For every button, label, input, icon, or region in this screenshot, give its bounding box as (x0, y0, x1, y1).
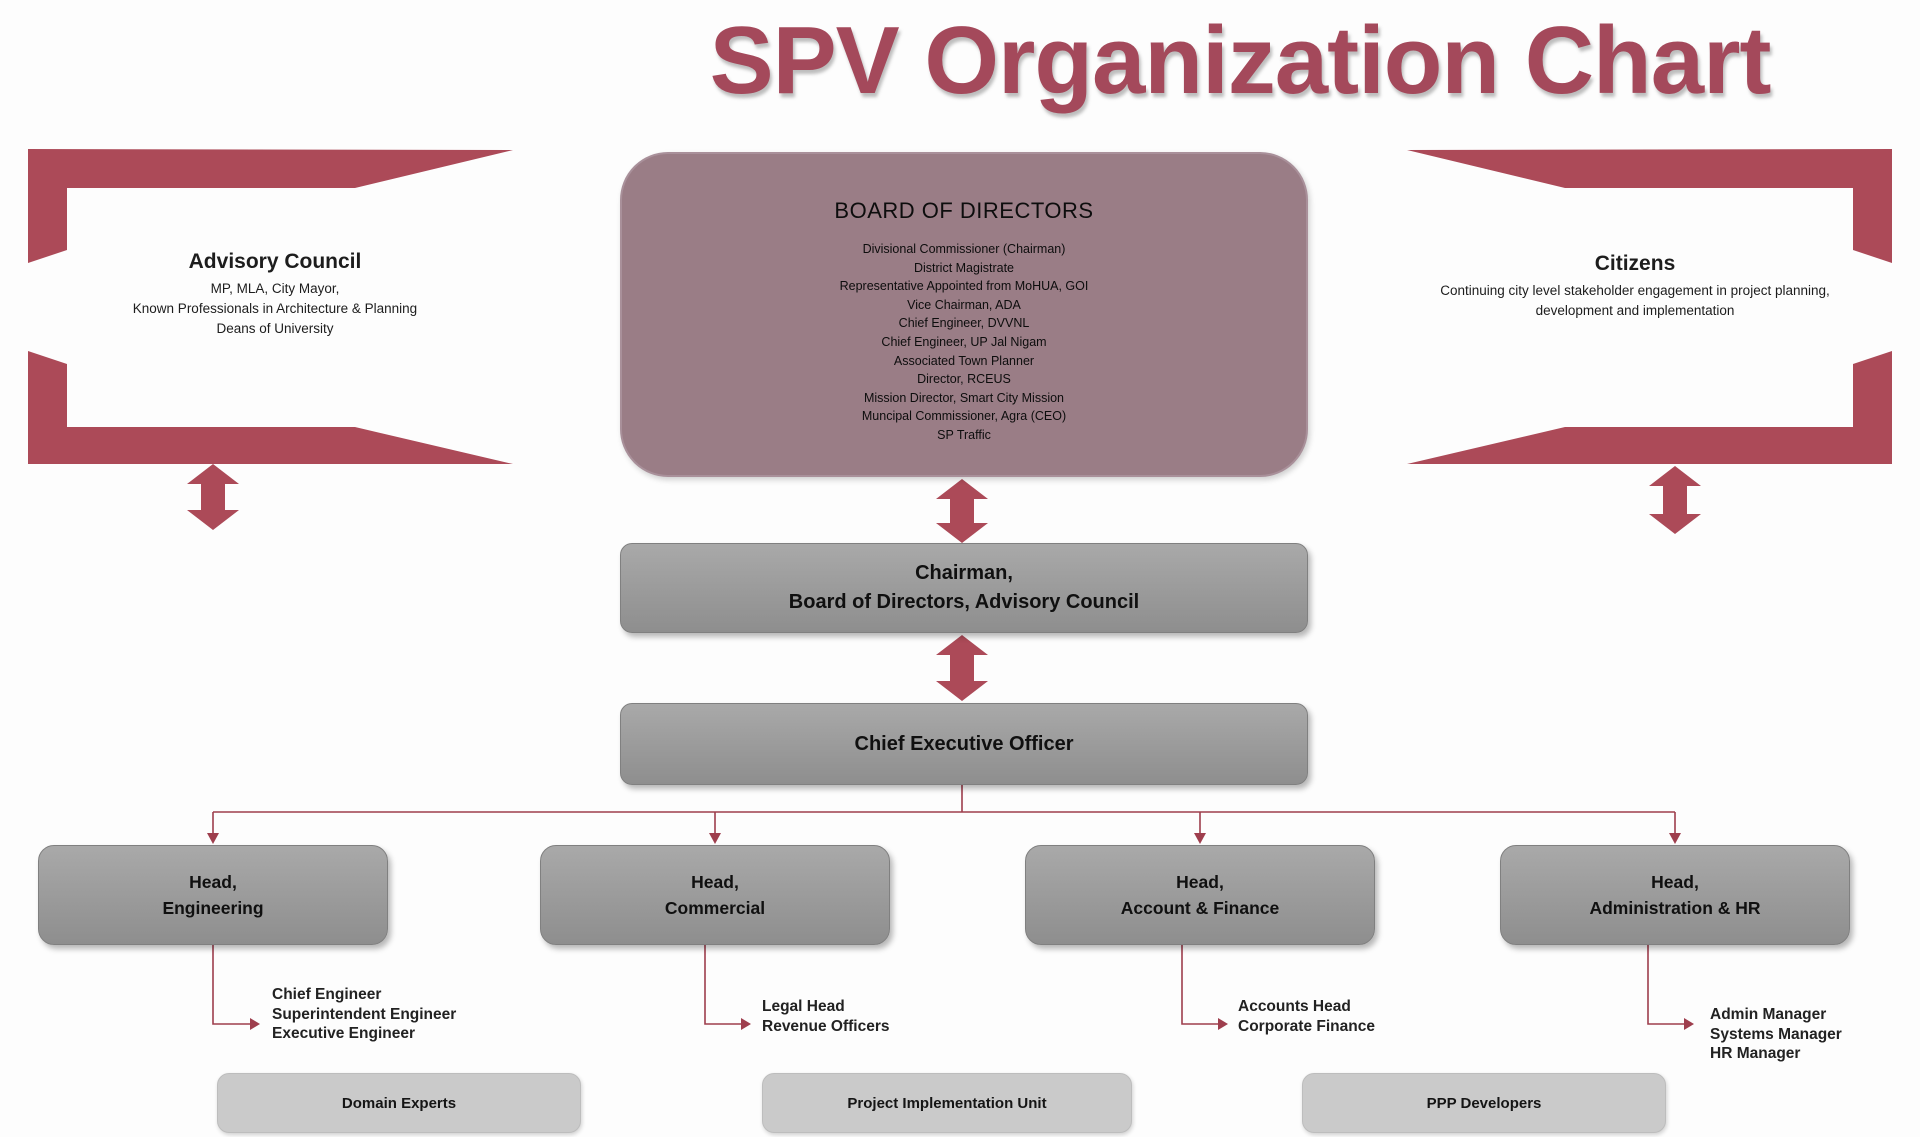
bottom-box-label: Project Implementation Unit (847, 1094, 1047, 1112)
advisory-double-arrow-icon (187, 464, 239, 530)
page-title: SPV Organization Chart (709, 7, 1772, 114)
advisory-council-line: MP, MLA, City Mayor, (210, 281, 340, 296)
ceo-box-label: Chief Executive Officer (854, 732, 1074, 755)
head-box-line: Head, (1176, 872, 1224, 892)
advisory-council-title: Advisory Council (188, 250, 362, 273)
board-chairman-double-arrow-icon (936, 479, 988, 543)
head-account-finance-box: Head, Account & Finance (1025, 845, 1375, 945)
head-box-line: Commercial (664, 898, 766, 918)
account-finance-staff-list: Accounts Head Corporate Finance (1238, 997, 1375, 1036)
board-member: Divisional Commissioner (Chairman) (862, 242, 1066, 256)
head-commercial-box: Head, Commercial (540, 845, 890, 945)
staff-item: Superintendent Engineer (272, 1005, 457, 1023)
ceo-box: Chief Executive Officer (620, 703, 1308, 785)
chairman-box-line: Chairman, (915, 562, 1013, 584)
commercial-staff-list: Legal Head Revenue Officers (762, 997, 890, 1036)
head-box-line: Head, (691, 872, 739, 892)
head-engineering-box: Head, Engineering (38, 845, 388, 945)
board-member: SP Traffic (937, 427, 991, 442)
advisory-council-line: Deans of University (216, 321, 334, 336)
domain-experts-box: Domain Experts (217, 1073, 581, 1133)
head-box-line: Head, (189, 872, 237, 892)
head-box-line: Head, (1651, 872, 1699, 892)
head-box-line: Administration & HR (1589, 898, 1761, 918)
ceo-to-heads-arrowheads (207, 833, 1681, 844)
citizens-double-arrow-icon (1649, 466, 1701, 534)
ppp-developers-box: PPP Developers (1302, 1073, 1666, 1133)
administration-hr-staff-list: Admin Manager Systems Manager HR Manager (1710, 1005, 1842, 1064)
board-member: Mission Director, Smart City Mission (863, 390, 1065, 405)
head-box-line: Account & Finance (1120, 898, 1280, 918)
staff-item: Admin Manager (1710, 1006, 1827, 1023)
board-member: Muncipal Commissioner, Agra (CEO) (861, 409, 1067, 424)
engineering-staff-list: Chief Engineer Superintendent Engineer E… (272, 985, 456, 1044)
staff-item: Legal Head (762, 998, 845, 1015)
head-to-staff-arrowheads (250, 1018, 1694, 1030)
chairman-ceo-double-arrow-icon (936, 635, 988, 701)
citizens-title: Citizens (1594, 252, 1676, 275)
chairman-box: Chairman, Board of Directors, Advisory C… (620, 543, 1308, 633)
head-to-staff-connectors (212, 945, 1684, 1025)
board-member: Representative Appointed from MoHUA, GOI (839, 279, 1089, 294)
board-of-directors-title: BOARD OF DIRECTORS (834, 198, 1094, 223)
board-member: District Magistrate (913, 260, 1015, 275)
advisory-council-line: Known Professionals in Architecture & Pl… (132, 301, 418, 316)
staff-item: Chief Engineer (272, 986, 382, 1003)
bottom-box-label: Domain Experts (341, 1094, 457, 1112)
staff-item: Accounts Head (1238, 998, 1351, 1015)
advisory-council-banner: Advisory Council MP, MLA, City Mayor, Kn… (35, 250, 515, 339)
project-implementation-unit-box: Project Implementation Unit (762, 1073, 1132, 1133)
board-member: Vice Chairman, ADA (907, 297, 1021, 312)
citizens-banner: Citizens Continuing city level stakehold… (1400, 252, 1870, 321)
advisory-banner-shape (28, 149, 513, 464)
bottom-box-label: PPP Developers (1426, 1094, 1542, 1112)
staff-item: Systems Manager (1710, 1025, 1842, 1043)
board-members-list: Divisional Commissioner (Chairman) Distr… (622, 240, 1306, 445)
staff-item: Corporate Finance (1238, 1017, 1375, 1035)
board-member: Chief Engineer, DVVNL (898, 316, 1030, 331)
staff-item: Executive Engineer (272, 1025, 416, 1042)
citizens-line: development and implementation (1535, 303, 1735, 318)
chairman-box-line: Board of Directors, Advisory Council (788, 591, 1140, 613)
ceo-to-heads-connector (212, 785, 1676, 834)
citizens-banner-shape (1407, 149, 1892, 464)
board-member: Associated Town Planner (893, 353, 1035, 368)
head-administration-hr-box: Head, Administration & HR (1500, 845, 1850, 945)
staff-item: Revenue Officers (762, 1017, 890, 1035)
staff-item: HR Manager (1710, 1045, 1801, 1062)
citizens-line: Continuing city level stakeholder engage… (1440, 283, 1830, 298)
head-box-line: Engineering (162, 898, 264, 918)
board-of-directors-box: BOARD OF DIRECTORS Divisional Commission… (620, 152, 1308, 477)
board-member: Chief Engineer, UP Jal Nigam (881, 334, 1047, 349)
board-member: Director, RCEUS (917, 372, 1011, 387)
